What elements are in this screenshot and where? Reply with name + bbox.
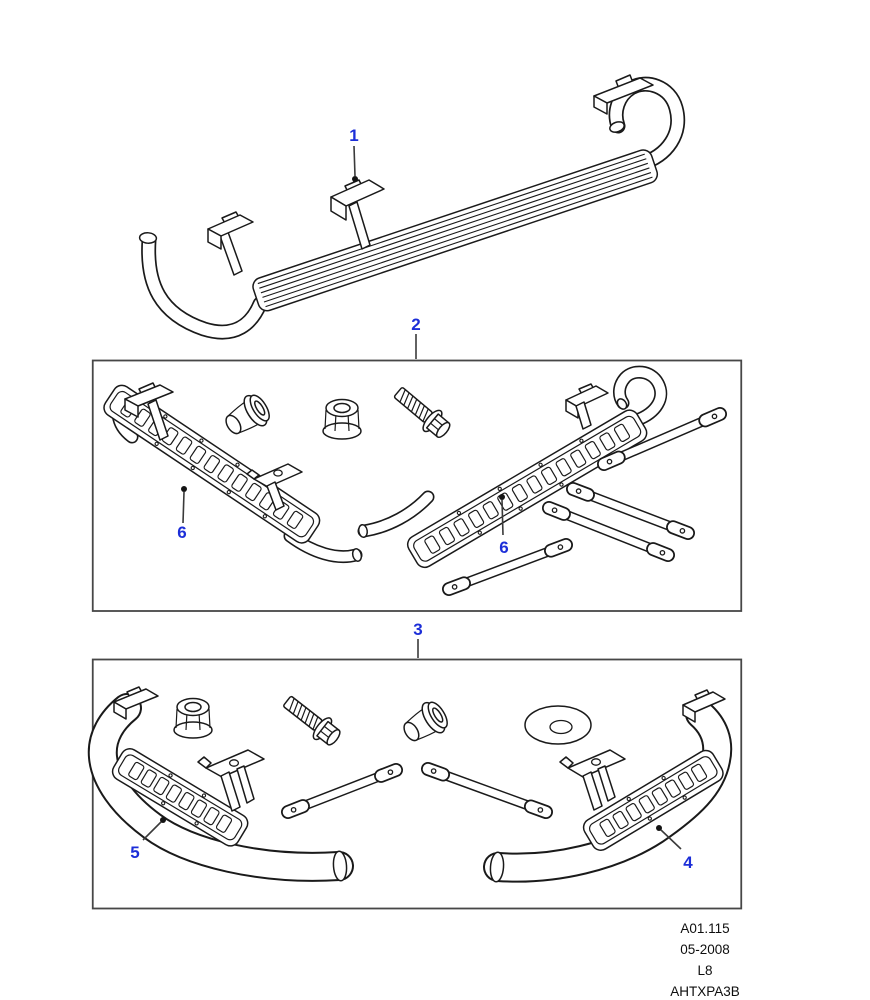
callout-6-left-label[interactable]: 6 (177, 523, 186, 542)
kit-box-3 (91, 658, 743, 910)
callout-4-label[interactable]: 4 (683, 853, 693, 872)
callout-5-leader (142, 821, 162, 841)
flange-bolt (278, 690, 346, 751)
side-step-kit-3 (87, 686, 733, 883)
callout-6-right: 6 (499, 494, 509, 557)
bracket-strap (219, 231, 243, 276)
flange-locknut (322, 398, 362, 440)
step-tread (111, 748, 249, 847)
tube-open-end (616, 398, 628, 410)
drawing-sheet: L8 (697, 963, 713, 978)
mounting-bracket (559, 749, 626, 811)
callout-6-left-leader (182, 491, 185, 524)
mounting-bracket (682, 689, 726, 723)
washer (524, 705, 592, 745)
side-step-assembly-top (138, 74, 686, 340)
bracket-strap (348, 201, 371, 250)
callout-6-left: 6 (177, 486, 187, 542)
push-pin-grommet (218, 389, 275, 443)
step-tread (582, 749, 724, 851)
mounting-bracket (565, 383, 609, 430)
kit-box-2 (91, 359, 743, 612)
callout-6-right-dot (499, 494, 505, 500)
callout-2: 2 (411, 315, 421, 359)
callout-5-label[interactable]: 5 (130, 843, 139, 862)
drawing-number: A01.115 (680, 921, 730, 936)
mounting-bracket-mid (330, 179, 385, 221)
brace-bar (421, 762, 553, 819)
mounting-bracket (246, 463, 303, 511)
brace-bar (542, 501, 675, 562)
callout-1: 1 (349, 126, 359, 182)
callout-4-leader (660, 829, 682, 850)
callout-3-label[interactable]: 3 (413, 620, 422, 639)
tube-open-end (489, 851, 505, 883)
callout-6-right-leader (501, 499, 504, 536)
tube-open-end (138, 232, 158, 244)
callout-1-label[interactable]: 1 (349, 126, 358, 145)
step-assembly-right (483, 689, 733, 883)
push-pin-grommet (396, 696, 453, 750)
brace-bar (442, 538, 573, 596)
callout-3: 3 (413, 620, 423, 658)
step-assembly-left (87, 686, 354, 882)
flange-locknut (173, 697, 213, 739)
callout-6-left-dot (181, 486, 187, 492)
mounting-bracket (124, 382, 174, 441)
brace-bar (597, 407, 727, 471)
callout-2-label[interactable]: 2 (411, 315, 420, 334)
tube-open-end (332, 850, 348, 882)
mounting-bracket-right (593, 74, 654, 115)
drawing-code: AHTXPA3B (670, 984, 740, 999)
step-tread (406, 409, 648, 569)
brace-bar (281, 763, 403, 819)
callout-5: 5 (130, 817, 166, 862)
callout-6-right-label[interactable]: 6 (499, 538, 508, 557)
tube-open-end (357, 523, 369, 539)
callout-4: 4 (656, 825, 693, 872)
mounting-bracket (197, 749, 265, 812)
tube-open-end (609, 121, 625, 133)
step-tread-ribbed (252, 149, 659, 312)
mounting-bracket-left (207, 211, 254, 250)
step-assembly-left (103, 382, 363, 564)
step-assembly-right (357, 365, 668, 569)
callout-1-leader (353, 145, 356, 177)
tube-open-end (351, 548, 363, 562)
callout-1-dot (352, 176, 358, 182)
callout-5-dot (160, 817, 166, 823)
flange-bolt (388, 381, 456, 444)
drawing-date: 05-2008 (680, 942, 730, 957)
mounting-bracket (113, 686, 159, 720)
callout-4-dot (656, 825, 662, 831)
brace-bar (566, 482, 695, 540)
drawing-reference-block: A01.115 05-2008 L8 AHTXPA3B (650, 918, 760, 1000)
side-step-kit-2 (103, 365, 727, 596)
